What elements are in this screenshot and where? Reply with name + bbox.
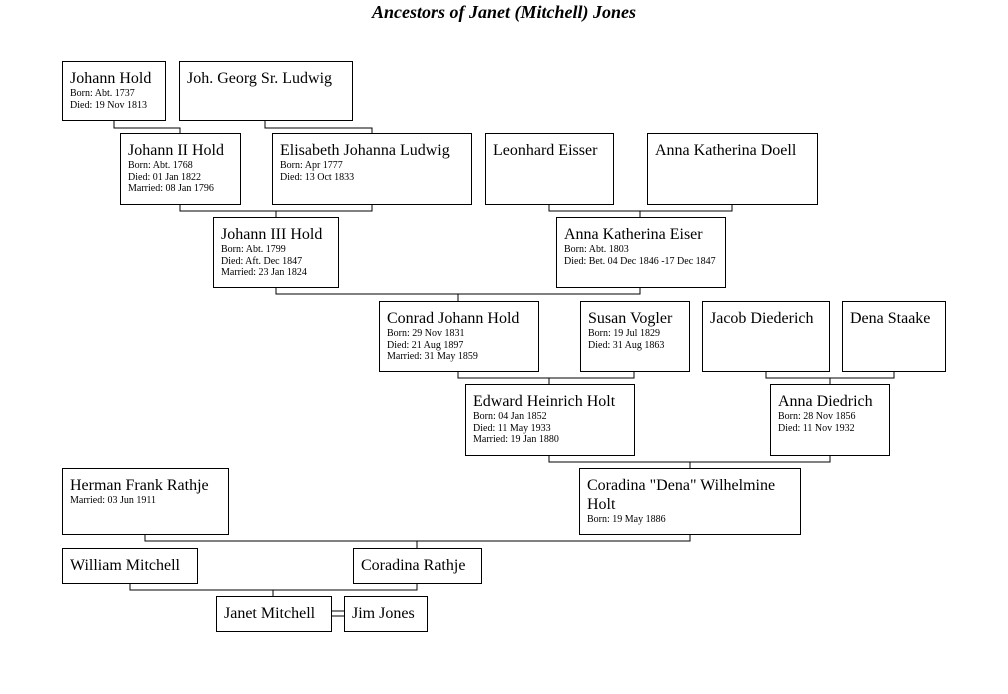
person-detail: Born: Abt. 1803 [564,244,629,255]
person-name: Conrad Johann Hold [387,310,520,327]
person-name: Johann III Hold [221,226,323,243]
person-detail: Died: 21 Aug 1897 [387,339,464,351]
person-name: Anna Diedrich [778,393,873,410]
person-name: Dena Staake [850,310,931,327]
person-detail: Born: Abt. 1799 [221,244,286,255]
person-name: Leonhard Eisser [493,142,598,159]
person-detail: Married: 08 Jan 1796 [128,183,214,194]
person-name: Johann Hold [70,70,152,87]
person-name: Coradina Rathje [361,557,466,574]
person-name: Susan Vogler [588,310,673,327]
person-box[interactable]: Janet Mitchell [216,596,332,632]
person-box[interactable]: Anna Katherina Doell [647,133,818,205]
person-name: Coradina "Dena" Wilhelmine Holt [587,477,776,513]
person-detail: Born: 04 Jan 1852 [473,411,547,422]
person-name: Janet Mitchell [224,605,316,622]
person-detail: Born: 19 May 1886 [587,514,666,525]
person-detail: Born: 29 Nov 1831 [387,328,465,339]
person-name: Johann II Hold [128,142,224,159]
person-detail: Married: 23 Jan 1824 [221,267,307,278]
person-name: Anna Katherina Eiser [564,226,703,243]
person-detail: Died: 19 Nov 1813 [70,99,147,111]
person-box[interactable]: Jacob Diederich [702,301,830,372]
person-name: Anna Katherina Doell [655,142,797,159]
person-name: Jim Jones [352,605,415,622]
person-detail: Died: 13 Oct 1833 [280,171,355,183]
person-name: Herman Frank Rathje [70,477,209,494]
person-detail: Married: 31 May 1859 [387,351,478,362]
person-box[interactable]: Jim Jones [344,596,428,632]
person-box[interactable]: William Mitchell [62,548,198,584]
person-detail: Married: 19 Jan 1880 [473,434,559,445]
person-box[interactable]: Dena Staake [842,301,946,372]
person-detail: Born: 19 Jul 1829 [588,328,660,339]
person-name: Elisabeth Johanna Ludwig [280,142,450,159]
person-box[interactable]: Leonhard Eisser [485,133,614,205]
person-detail: Born: Abt. 1768 [128,160,193,171]
person-name: Edward Heinrich Holt [473,393,616,410]
person-detail: Born: Apr 1777 [280,160,343,171]
person-detail: Died: 11 Nov 1932 [778,422,855,434]
person-detail: Died: Bet. 04 Dec 1846 -17 Dec 1847 [564,255,716,267]
person-detail: Died: 31 Aug 1863 [588,339,665,351]
person-name: Jacob Diederich [710,310,814,327]
person-detail: Born: Abt. 1737 [70,88,135,99]
person-detail: Died: 11 May 1933 [473,422,551,434]
person-box[interactable]: Joh. Georg Sr. Ludwig [179,61,353,121]
person-detail: Died: Aft. Dec 1847 [221,255,303,267]
person-detail: Died: 01 Jan 1822 [128,171,202,183]
person-detail: Married: 03 Jun 1911 [70,495,157,506]
person-box[interactable]: Coradina Rathje [353,548,482,584]
person-name: William Mitchell [70,557,180,574]
person-detail: Born: 28 Nov 1856 [778,411,856,422]
chart-title: Ancestors of Janet (Mitchell) Jones [372,2,636,22]
person-name: Joh. Georg Sr. Ludwig [187,70,333,87]
